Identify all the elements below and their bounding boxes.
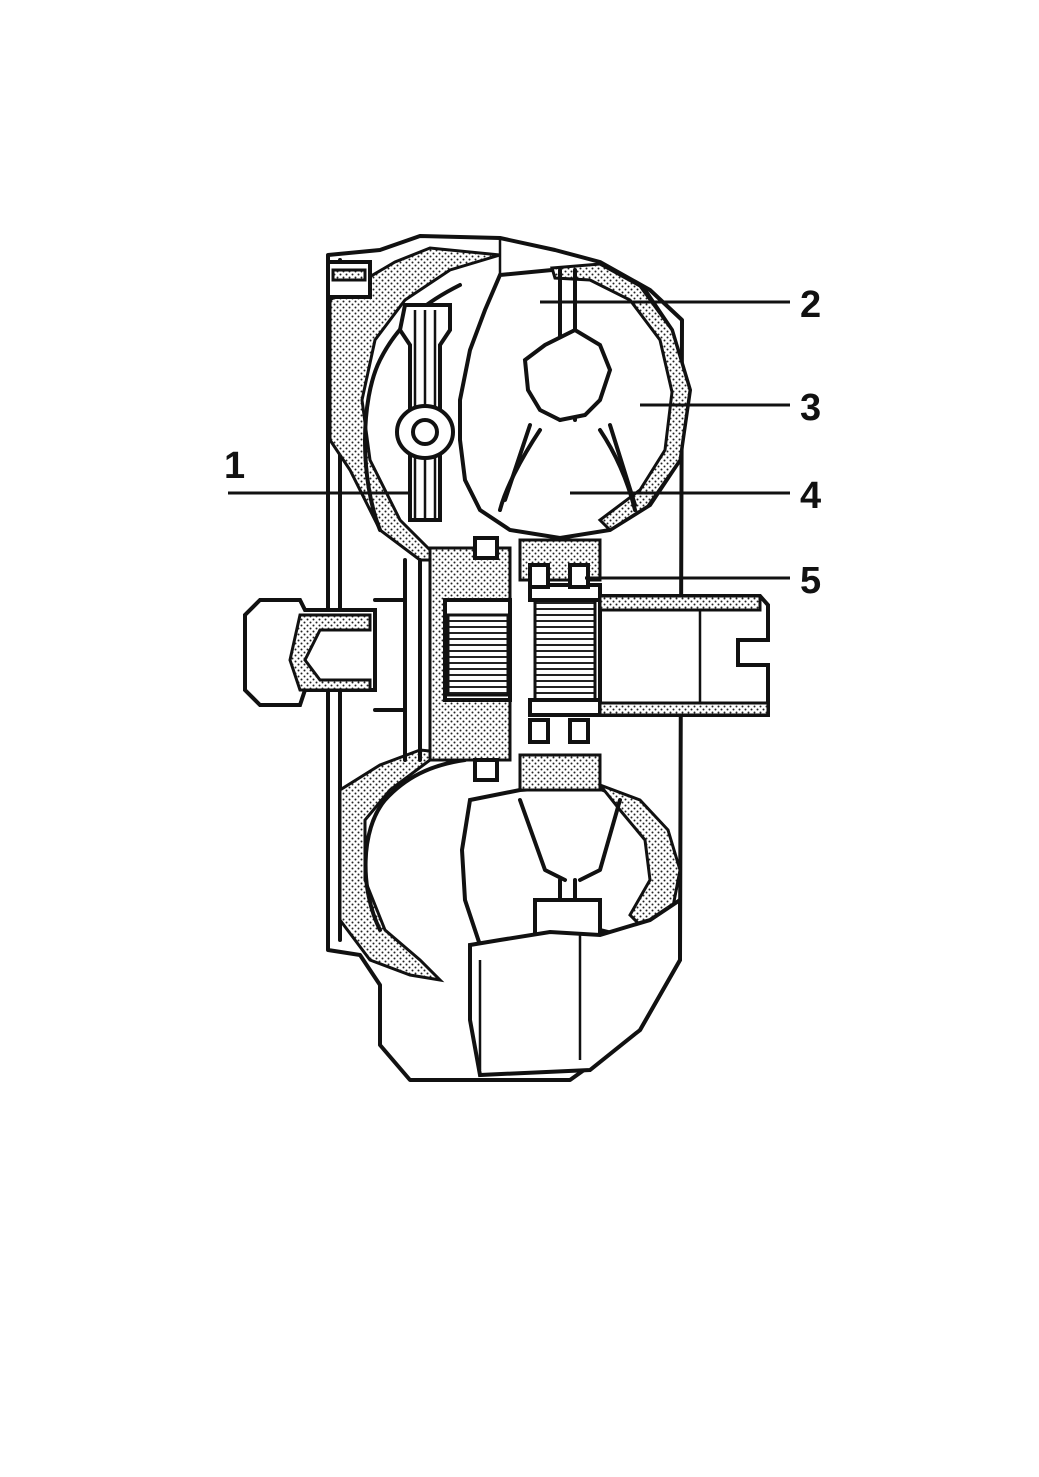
callout-label-2: 2 [800,284,821,326]
pump-blade-assembly [395,303,455,522]
input-shaft [243,598,407,712]
callout-label-1: 1 [224,445,245,487]
top-fitting [326,260,372,299]
left-shell-lower [338,748,471,983]
callout-label-5: 5 [800,560,821,602]
central-hub [403,536,602,792]
callout-label-4: 4 [800,475,821,517]
output-shaft [598,594,770,717]
callout-label-3: 3 [800,387,821,429]
lower-bowl [468,896,682,1078]
turbine-upper [458,262,693,541]
bearing-assembly [528,563,590,744]
